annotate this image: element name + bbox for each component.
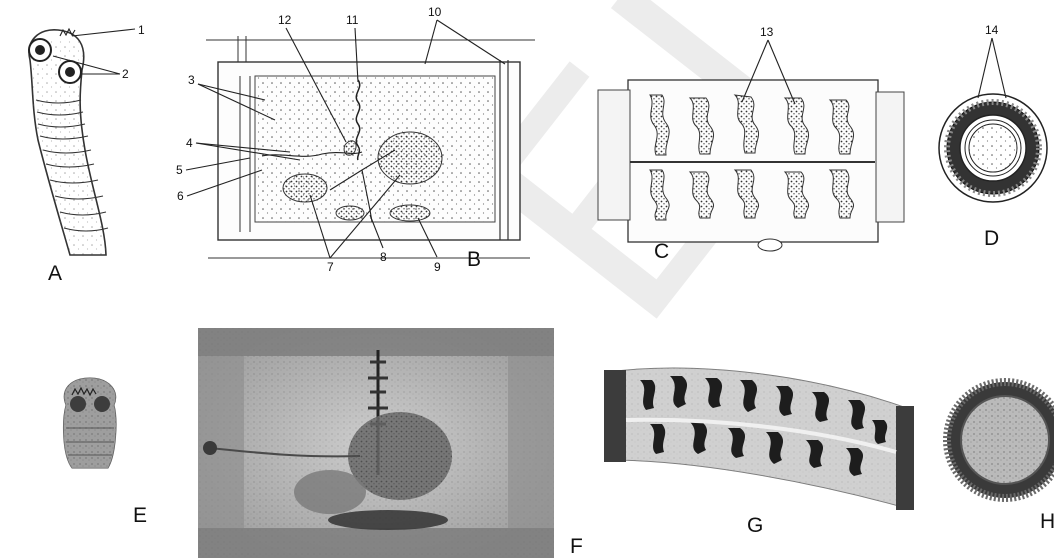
panel-label-e: E [133, 504, 147, 527]
callout-3: 3 [188, 73, 195, 87]
callout-7: 7 [327, 260, 334, 274]
callout-6: 6 [177, 189, 184, 203]
panel-label-d: D [984, 227, 999, 250]
panel-label-f: F [570, 535, 583, 558]
callout-9: 9 [434, 260, 441, 274]
panel-label-a: A [48, 262, 62, 285]
callout-11: 11 [346, 13, 359, 27]
callout-2: 2 [122, 67, 129, 81]
callout-8: 8 [380, 250, 387, 264]
callout-10: 10 [428, 5, 442, 19]
panel-label-b: B [467, 248, 481, 271]
panel-f-proglottid-photo: F [198, 328, 583, 558]
panel-a-scolex-drawing: 1 2 A [10, 23, 145, 285]
panel-g-gravid-proglottid-photo: G [604, 368, 914, 537]
panel-label-g: G [747, 514, 763, 537]
callout-5: 5 [176, 163, 183, 177]
callout-13: 13 [760, 25, 774, 39]
callout-1: 1 [138, 23, 145, 37]
panel-h-egg-photo: H [947, 382, 1054, 533]
leader-1 [72, 29, 135, 36]
panel-b-proglottid-drawing: 3 4 5 6 7 8 9 10 11 12 B [176, 5, 535, 274]
panel-d-egg-drawing: 14 D [939, 23, 1047, 250]
callout-12: 12 [278, 13, 292, 27]
panel-label-h: H [1040, 510, 1054, 533]
callout-4: 4 [186, 136, 193, 150]
callout-14: 14 [985, 23, 999, 37]
panel-label-c: C [654, 240, 669, 263]
panel-e-scolex-photo: E [64, 378, 148, 527]
